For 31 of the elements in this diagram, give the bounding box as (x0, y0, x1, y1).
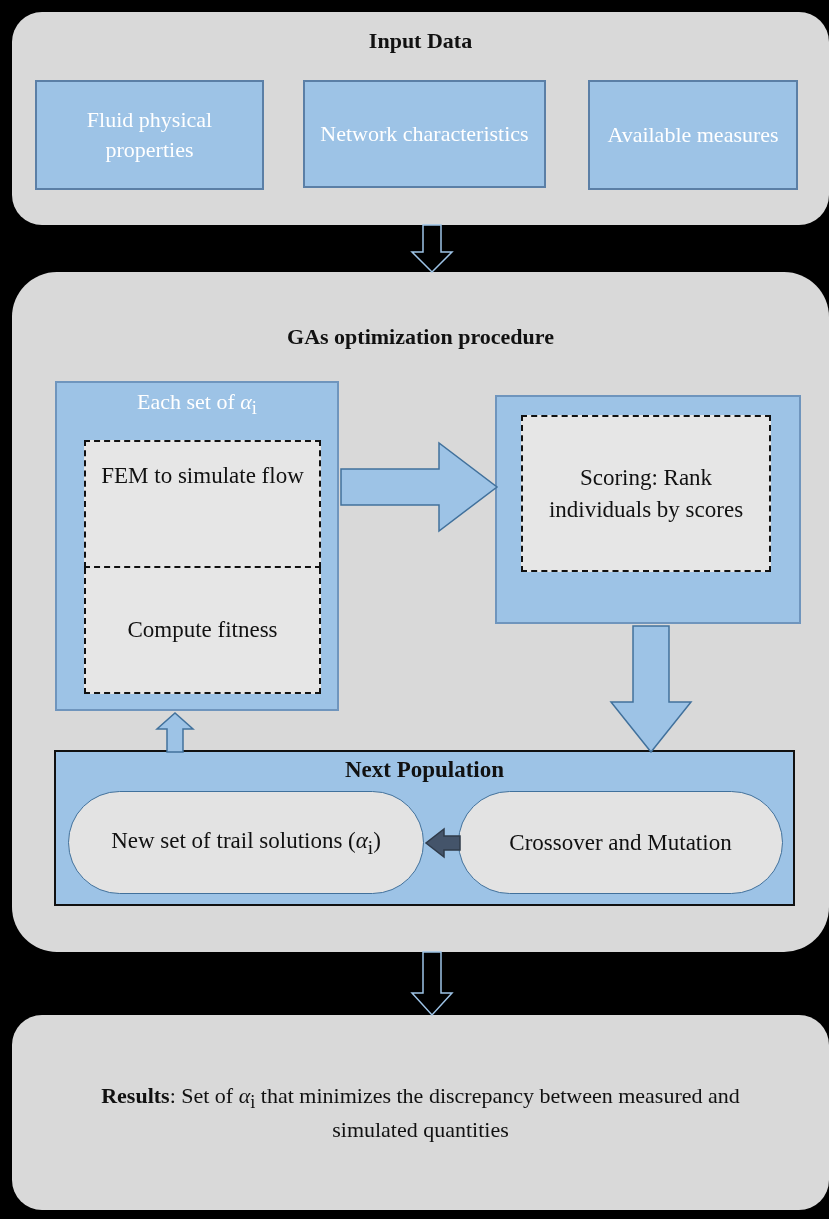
scoring-panel (495, 395, 801, 624)
input-box (303, 80, 546, 188)
population-box (54, 750, 795, 906)
block-arrow (410, 224, 454, 274)
block-arrow (410, 951, 454, 1017)
process-label: New set of trail solutions (α$_{i}$) (111, 826, 381, 860)
group-title: Next Population (343, 756, 506, 784)
process-box (84, 568, 321, 694)
input-label: Available measures (607, 121, 779, 150)
results-panel (12, 1015, 829, 1210)
process-label: FEM to simulate flow (101, 462, 304, 490)
process-box (84, 440, 321, 568)
process-group-box (55, 381, 339, 711)
process-label: Compute fitness (127, 616, 278, 645)
panel (12, 272, 829, 952)
input-box (588, 80, 798, 190)
panel-title: Input Data (367, 27, 474, 55)
panel-title: GAs optimization procedure (286, 323, 555, 351)
block-arrow (609, 625, 693, 754)
block-arrow (155, 712, 195, 753)
process-label: Crossover and Mutation (509, 828, 732, 857)
panel (12, 12, 829, 225)
block-arrow (340, 441, 499, 533)
process-box (521, 415, 771, 572)
input-label: Fluid physical properties (85, 106, 214, 164)
group-title: Each set of α$_{i}$ (136, 388, 258, 421)
block-arrow (424, 827, 461, 859)
input-box (35, 80, 264, 190)
process-label: Scoring: Rank individuals by scores (547, 464, 745, 524)
input-label: Network characteristics (320, 120, 529, 149)
results-text: Results: Set of α$_{i}$ that minimizes the discrepancy between measured and simulated quantities (100, 1081, 741, 1144)
